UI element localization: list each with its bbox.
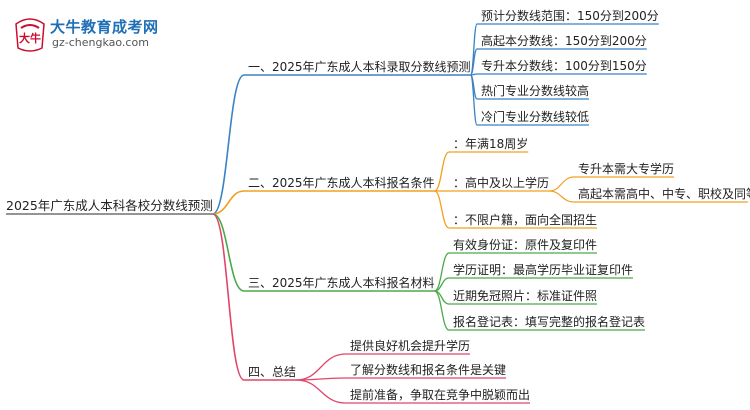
- branch-3-item-2-connector: [434, 277, 450, 292]
- branch-2-item-3[interactable]: ：不限户籍，面向全国招生: [453, 213, 598, 227]
- branch-2-item-2-sub-1[interactable]: 专升本需大专学历: [578, 162, 675, 176]
- branch-4-label[interactable]: 四、总结: [248, 365, 297, 379]
- branch-3-item-4-connector: [434, 290, 450, 331]
- branch-2-label[interactable]: 二、2025年广东成人本科报名条件: [248, 176, 435, 190]
- branch-1-item-2-connector: [469, 48, 478, 76]
- branch-1-label[interactable]: 一、2025年广东成人本科录取分数线预测: [248, 60, 471, 74]
- branch-3-label[interactable]: 三、2025年广东成人本科报名材料: [248, 276, 435, 290]
- branch-3-item-1-connector: [434, 252, 450, 292]
- branch-2-connector: [212, 190, 245, 215]
- branch-1-item-5-connector: [469, 74, 478, 126]
- branch-3-item-4[interactable]: 报名登记表：填写完整的报名登记表: [453, 315, 646, 329]
- branch-4-connector: [212, 213, 245, 381]
- bull-logo-icon: 大牛: [15, 18, 45, 52]
- branch-1-connector: [212, 74, 245, 215]
- branch-1-item-1[interactable]: 预计分数线范围：150分到200分: [481, 9, 659, 23]
- branch-1-item-2[interactable]: 高起本分数线：150分到200分: [481, 34, 647, 48]
- branch-1-item-5[interactable]: 冷门专业分数线较低: [481, 110, 590, 124]
- branch-2-item-1-connector: [434, 151, 450, 192]
- branch-3-connector: [212, 213, 245, 292]
- branch-4-item-1-connector: [296, 353, 347, 381]
- branch-3-item-2[interactable]: 学历证明：最高学历毕业证复印件: [453, 263, 634, 277]
- branch-3-item-1[interactable]: 有效身份证：原件及复印件: [453, 238, 598, 252]
- branch-2-item-2[interactable]: ：高中及以上学历: [453, 176, 550, 190]
- branch-4-item-1[interactable]: 提供良好机会提升学历: [350, 339, 471, 353]
- brand-name: 大牛教育成考网: [50, 18, 159, 36]
- branch-1-item-3[interactable]: 专升本分数线：100分到150分: [481, 59, 647, 73]
- site-logo[interactable]: 大牛 大牛教育成考网 gz-chengkao.com: [12, 14, 177, 56]
- brand-url: gz-chengkao.com: [52, 36, 149, 49]
- branch-4-item-2[interactable]: 了解分数线和报名条件是关键: [350, 363, 507, 377]
- branch-2-item-2-sub-1-connector: [548, 176, 575, 192]
- mindmap-root[interactable]: 2025年广东成人本科各校分数线预测: [6, 198, 213, 213]
- branch-3-item-3[interactable]: 近期免冠照片：标准证件照: [453, 289, 598, 303]
- logo-mark-text: 大牛: [19, 31, 41, 45]
- branch-4-item-3-connector: [296, 379, 347, 404]
- branch-2-item-1[interactable]: ：年满18周岁: [453, 137, 529, 151]
- branch-2-item-2-sub-2-connector: [548, 190, 575, 203]
- branch-1-item-4[interactable]: 热门专业分数线较高: [481, 84, 590, 98]
- branch-2-item-2-sub-2[interactable]: 高起本需高中、中专、职校及同等学历: [578, 187, 750, 201]
- branch-4-item-3[interactable]: 提前准备，争取在竞争中脱颖而出: [350, 388, 531, 402]
- branch-2-item-3-connector: [434, 190, 450, 229]
